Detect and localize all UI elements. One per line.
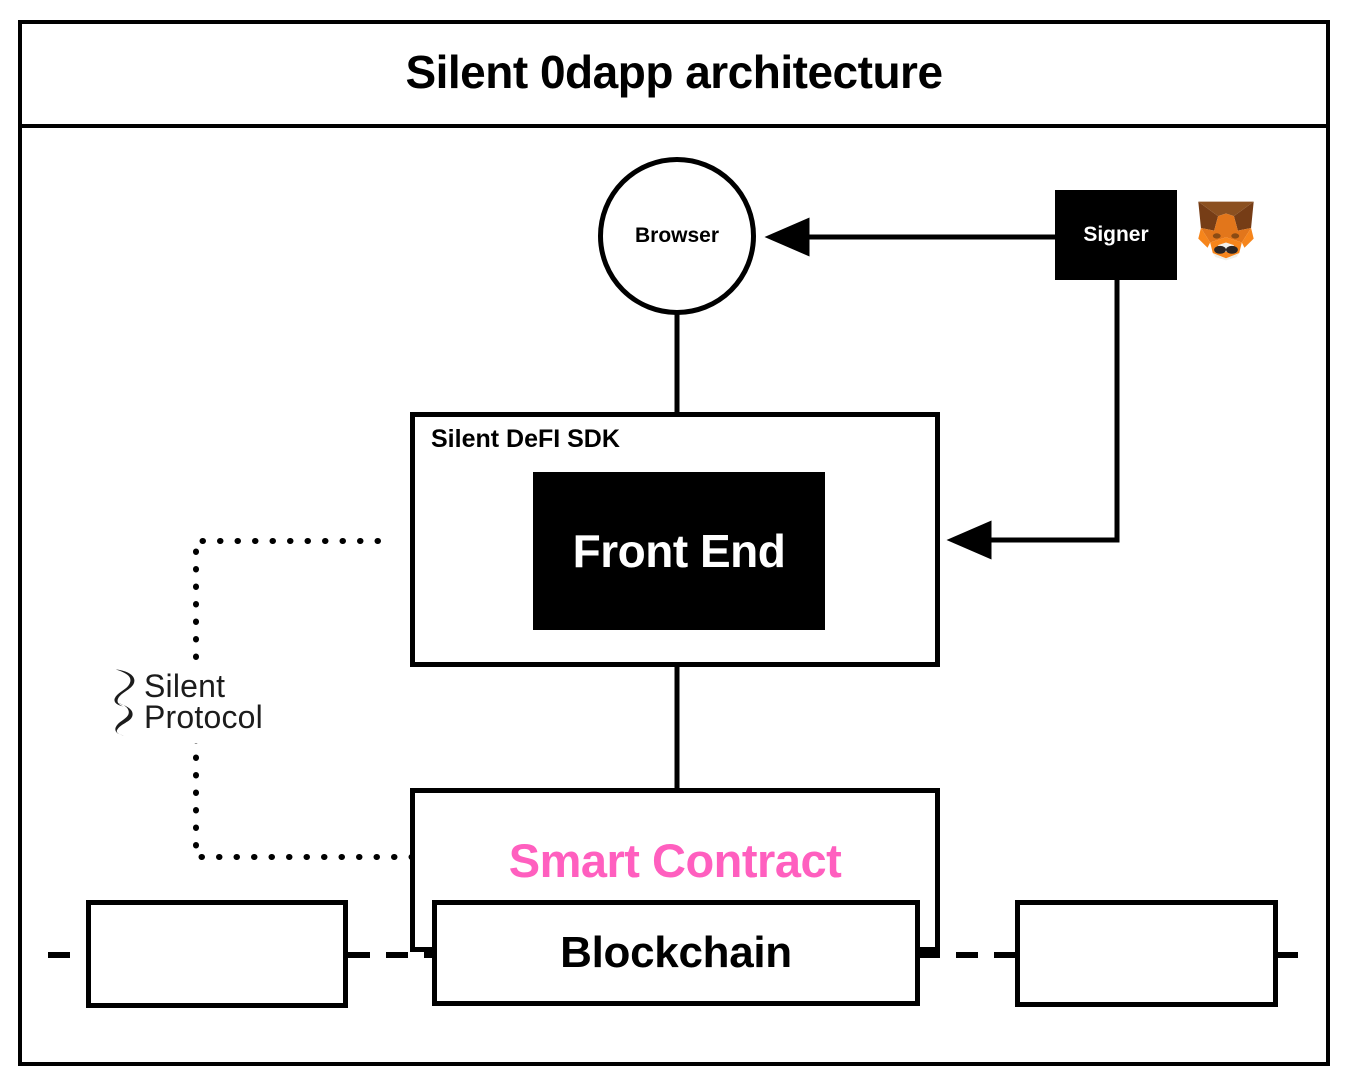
node-smart-contract-label: Smart Contract — [508, 834, 842, 887]
node-signer-label: Signer — [1083, 223, 1149, 246]
silent-protocol-logo: Silent Protocol — [112, 661, 290, 743]
metamask-fox-icon — [1198, 201, 1254, 261]
node-signer[interactable]: Signer — [1055, 190, 1177, 280]
node-frontend[interactable]: Front End — [533, 472, 825, 630]
protocol-logo-line1: Silent — [144, 667, 226, 704]
node-blockchain-label: Blockchain — [560, 928, 792, 977]
protocol-logo-line2: Protocol — [144, 699, 263, 735]
node-browser[interactable]: Browser — [598, 157, 756, 315]
title-bar: Silent 0dapp architecture — [18, 20, 1330, 128]
diagram-frame — [18, 20, 1330, 1066]
silent-protocol-mark-icon — [114, 669, 135, 736]
node-sdk-label: Silent DeFI SDK — [431, 425, 620, 453]
node-block-right[interactable] — [1015, 900, 1278, 1007]
node-blockchain[interactable]: Blockchain — [432, 900, 920, 1006]
node-block-left[interactable] — [86, 900, 348, 1008]
node-browser-label: Browser — [634, 224, 720, 247]
node-frontend-label: Front End — [572, 525, 786, 577]
page-title: Silent 0dapp architecture — [405, 46, 943, 98]
node-sdk[interactable]: Silent DeFI SDK Front End — [410, 412, 940, 667]
